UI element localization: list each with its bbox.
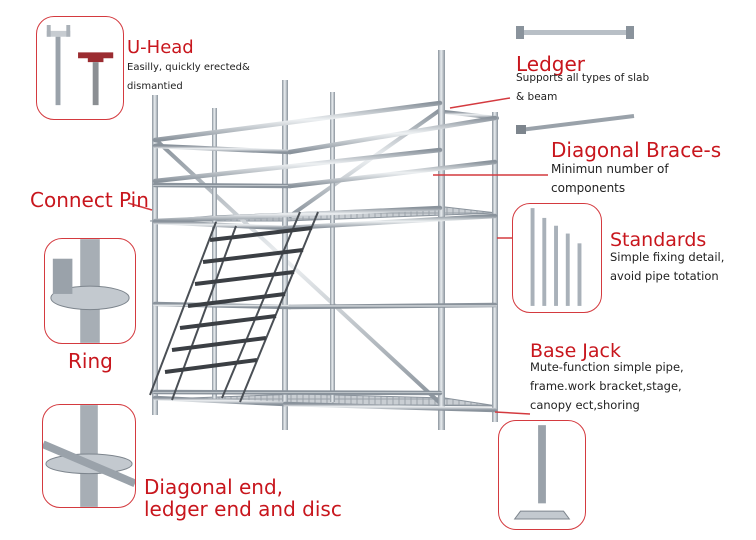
diagonal-end-callout: [42, 404, 136, 508]
diagonal-braces: [154, 108, 499, 405]
standards-group: [152, 50, 498, 430]
base-jack-callout: [498, 420, 586, 530]
u-head-desc-line: Easilly, quickly erected&: [127, 62, 250, 73]
ledger-desc-line: Supports all types of slab: [516, 72, 650, 84]
diagonal-brace-desc: Minimun number of components: [551, 160, 669, 198]
standards-callout: [512, 203, 602, 313]
stairway: [149, 211, 319, 403]
diagonal-brace-title: Diagonal Brace-s: [551, 138, 722, 162]
base-jack-desc-line: Mute-function simple pipe,: [530, 360, 684, 374]
brace-callout: [514, 110, 638, 138]
diagonal-end-title: Diagonal end, ledger end and disc: [144, 476, 342, 520]
u-head-callout: [36, 16, 124, 120]
diagonal-end-title-line: Diagonal end,: [144, 475, 284, 499]
ledger-callout: [512, 20, 638, 46]
diagonal-brace-desc-line: components: [551, 181, 626, 195]
ledger-desc: Supports all types of slab & beam: [516, 69, 649, 107]
ring-title: Ring: [68, 349, 113, 373]
standards-desc-line: avoid pipe totation: [610, 269, 719, 283]
standards-desc-line: Simple fixing detail,: [610, 250, 725, 264]
standards-title: Standards: [610, 229, 707, 251]
base-jack-desc: Mute-function simple pipe, frame.work br…: [530, 358, 684, 415]
ledgers-group: [152, 100, 498, 413]
connect-pin-title: Connect Pin: [30, 188, 149, 212]
base-jack-desc-line: canopy ect,shoring: [530, 398, 640, 412]
diagonal-brace-desc-line: Minimun number of: [551, 162, 669, 176]
base-jack-desc-line: frame.work bracket,stage,: [530, 379, 682, 393]
ledger-desc-line: & beam: [516, 91, 558, 103]
base-jack-title: Base Jack: [530, 340, 622, 362]
u-head-desc: Easilly, quickly erected& dismantied: [127, 58, 250, 96]
ring-callout: [44, 238, 136, 344]
standards-desc: Simple fixing detail, avoid pipe totatio…: [610, 248, 724, 286]
ledger-title: Ledger: [516, 52, 586, 76]
u-head-desc-line: dismantied: [127, 81, 183, 92]
u-head-title: U-Head: [127, 37, 194, 58]
leader-lines: [103, 65, 548, 415]
diagonal-end-title-line: ledger end and disc: [144, 497, 342, 521]
